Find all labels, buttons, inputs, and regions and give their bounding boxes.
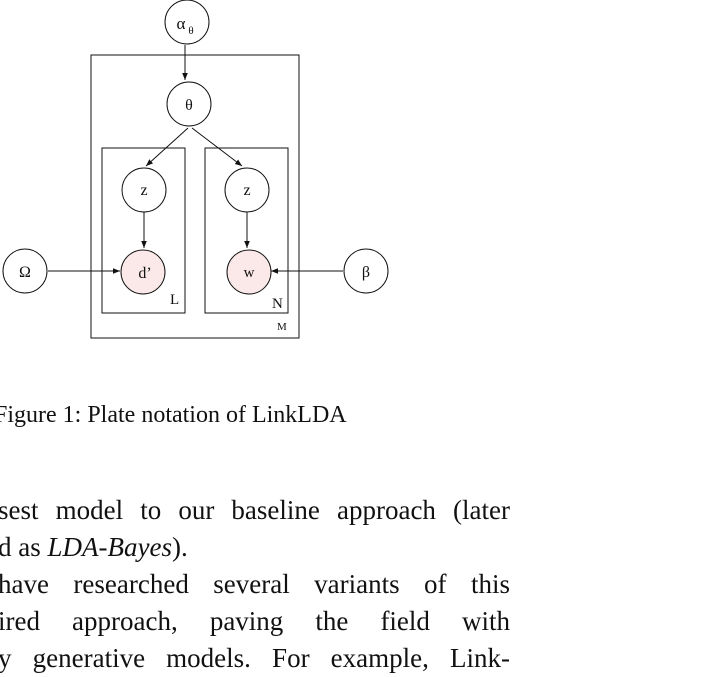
node-theta: θ — [166, 81, 212, 127]
edge-theta-z-right — [191, 127, 243, 167]
plate-outer-label: M — [277, 321, 287, 333]
body-line-2-prefix: d as — [0, 532, 48, 562]
body-line-1: sest model to our baseline approach (lat… — [0, 495, 510, 525]
body-line-5: y generative models. For example, Link- — [0, 643, 510, 673]
node-alpha-label: α — [177, 14, 186, 33]
node-d-prime-label: d’ — [138, 265, 151, 282]
plate-right-label: N — [272, 296, 283, 312]
node-z-left-label: z — [140, 182, 147, 199]
plate-left — [101, 147, 186, 314]
body-line-2-suffix: ). — [171, 532, 188, 562]
body-line-2: d as LDA-Bayes). — [0, 529, 510, 566]
node-d-prime: d’ — [120, 249, 166, 295]
body-line-4: ired approach, paving the field with — [0, 606, 510, 636]
node-z-right: z — [224, 167, 270, 213]
node-w: w — [226, 249, 272, 295]
plate-left-label: L — [170, 292, 179, 308]
edge-theta-z-left — [145, 127, 189, 167]
node-beta-label: β — [362, 264, 370, 281]
node-z-left: z — [121, 167, 167, 213]
lda-bayes-term: LDA-Bayes — [47, 532, 172, 562]
node-alpha: α θ — [164, 0, 210, 45]
body-line-3: have researched several variants of this — [0, 569, 510, 599]
node-alpha-subscript: θ — [188, 25, 193, 37]
node-z-right-label: z — [243, 182, 250, 199]
node-theta-label: θ — [185, 97, 193, 114]
node-w-label: w — [244, 265, 255, 281]
figure-caption: Figure 1: Plate notation of LinkLDA — [0, 402, 347, 428]
body-paragraph: sest model to our baseline approach (lat… — [0, 492, 510, 677]
plate-right — [204, 147, 289, 314]
node-omega: Ω — [2, 248, 48, 294]
node-beta: β — [343, 248, 389, 294]
plate-outer — [90, 54, 300, 339]
linklda-plate-diagram: α θ θ z z d’ w Ω β L N M — [2, 0, 389, 339]
node-omega-label: Ω — [19, 264, 31, 281]
